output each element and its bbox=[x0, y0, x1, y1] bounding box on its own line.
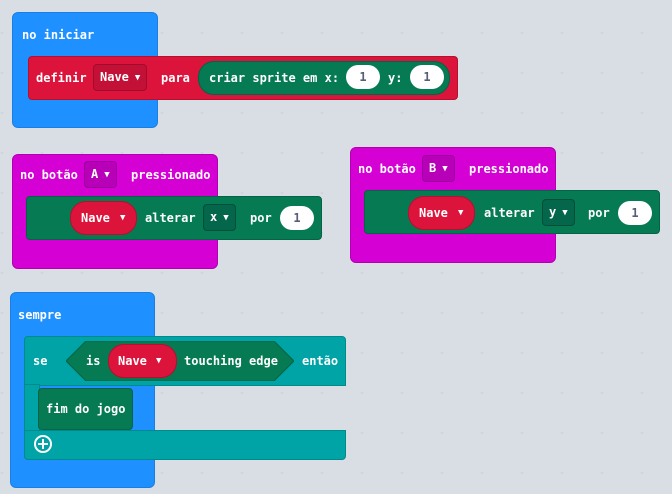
plus-circle-icon[interactable] bbox=[33, 434, 53, 454]
axis-y: y bbox=[549, 205, 557, 219]
chevron-down-icon: ▼ bbox=[458, 208, 464, 218]
on-start-label: no iniciar bbox=[22, 28, 95, 42]
axis-x: x bbox=[210, 210, 218, 224]
chevron-down-icon: ▼ bbox=[120, 213, 126, 223]
touching-label: touching edge bbox=[184, 354, 278, 368]
change-label-b: alterar bbox=[484, 206, 535, 220]
amount-input-b[interactable]: 1 bbox=[618, 201, 652, 225]
is-label: is bbox=[86, 354, 101, 368]
game-over-block[interactable] bbox=[38, 388, 133, 430]
variable-name: Nave bbox=[100, 70, 129, 84]
chevron-down-icon: ▼ bbox=[104, 170, 110, 180]
game-over-label: fim do jogo bbox=[46, 402, 126, 416]
sprite-name-if: Nave bbox=[118, 354, 147, 368]
chevron-down-icon: ▼ bbox=[134, 73, 141, 83]
chevron-down-icon: ▼ bbox=[562, 208, 568, 218]
axis-y-dropdown[interactable]: y▼ bbox=[542, 199, 575, 226]
if-block-footer[interactable] bbox=[24, 430, 346, 460]
then-label: então bbox=[302, 354, 339, 368]
variable-dropdown[interactable]: Nave ▼ bbox=[93, 64, 148, 91]
button-a-suffix: pressionado bbox=[131, 168, 211, 182]
set-label: definir bbox=[36, 71, 87, 85]
button-b-prefix: no botão bbox=[358, 162, 416, 176]
create-sprite-label: criar sprite em x: bbox=[209, 71, 340, 85]
button-a-prefix: no botão bbox=[20, 168, 78, 182]
y-label: y: bbox=[388, 71, 403, 85]
forever-label: sempre bbox=[18, 308, 62, 322]
y-value-input[interactable]: 1 bbox=[410, 65, 444, 89]
chevron-down-icon: ▼ bbox=[156, 356, 162, 366]
sprite-name-a: Nave bbox=[81, 211, 110, 225]
button-b-suffix: pressionado bbox=[469, 162, 549, 176]
button-b-name: B bbox=[429, 161, 437, 175]
sprite-nave-reporter-b[interactable] bbox=[408, 196, 475, 230]
button-a-dropdown[interactable]: A▼ bbox=[84, 161, 117, 188]
chevron-down-icon: ▼ bbox=[442, 164, 448, 174]
by-label-b: por bbox=[588, 206, 610, 220]
to-label: para bbox=[161, 71, 190, 85]
amount-input-a[interactable]: 1 bbox=[280, 206, 314, 230]
sprite-name-b: Nave bbox=[419, 206, 448, 220]
by-label-a: por bbox=[250, 211, 272, 225]
button-a-name: A bbox=[91, 167, 99, 181]
if-label: se bbox=[33, 354, 48, 368]
sprite-nave-reporter-if[interactable] bbox=[108, 344, 177, 378]
x-value-input[interactable]: 1 bbox=[346, 65, 380, 89]
change-label-a: alterar bbox=[145, 211, 196, 225]
create-sprite-block[interactable] bbox=[198, 61, 450, 95]
button-b-dropdown[interactable]: B▼ bbox=[422, 155, 455, 182]
axis-x-dropdown[interactable]: x▼ bbox=[203, 204, 236, 231]
sprite-nave-reporter-a[interactable] bbox=[70, 201, 137, 235]
chevron-down-icon: ▼ bbox=[223, 213, 229, 223]
